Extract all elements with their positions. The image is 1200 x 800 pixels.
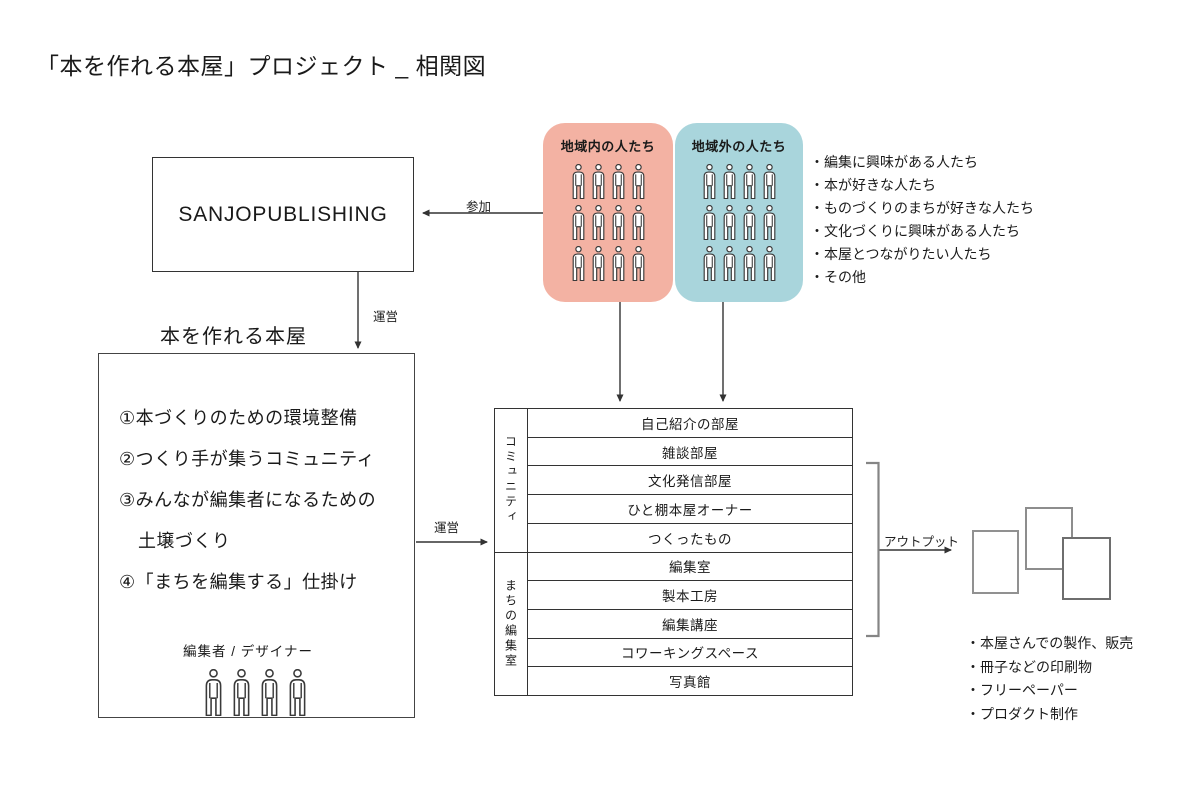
person-icon	[702, 164, 717, 199]
room-cell: 文化発信部屋	[528, 466, 852, 496]
bookstore-title: 本を作れる本屋	[160, 326, 307, 348]
person-icon	[571, 246, 586, 281]
person-icon	[287, 669, 308, 716]
room-cell: 雑談部屋	[528, 438, 852, 467]
bookstore-goal: ①本づくりのための環境整備	[119, 407, 358, 428]
person-icon	[203, 669, 224, 716]
person-icon	[742, 205, 757, 240]
person-icon	[762, 205, 777, 240]
audience-list: ・編集に興味がある人たち ・本が好きな人たち ・ものづくりのまちが好きな人たち …	[810, 151, 1034, 289]
sanjopublishing-box: SANJOPUBLISHING	[152, 157, 414, 272]
outputs-list: ・本屋さんでの製作、販売 ・冊子などの印刷物 ・フリーペーパー ・プロダクト制作	[966, 632, 1133, 726]
bookstore-goals: ①本づくりのための環境整備 ②つくり手が集うコミュニティ ③みんなが編集者になる…	[99, 354, 414, 601]
output-item: ・プロダクト制作	[966, 705, 1078, 722]
bookstore-goal: ②つくり手が集うコミュニティ	[119, 448, 376, 469]
person-icon	[702, 205, 717, 240]
staff-label: 編集者 / デザイナー	[183, 644, 313, 659]
bookstore-goal: ③みんなが編集者になるための	[119, 489, 377, 510]
person-icon	[591, 164, 606, 199]
person-icon	[611, 164, 626, 199]
output-item: ・冊子などの印刷物	[966, 658, 1092, 675]
rooms-table: コミュニティ まちの編集室 自己紹介の部屋 雑談部屋 文化発信部屋 ひと棚本屋オ…	[494, 408, 853, 696]
person-icon	[631, 205, 646, 240]
room-cell: つくったもの	[528, 524, 852, 553]
person-icon	[762, 164, 777, 199]
rooms-section-labels: コミュニティ まちの編集室	[495, 409, 528, 695]
room-cell: 編集室	[528, 553, 852, 582]
person-icon	[591, 205, 606, 240]
audience-item: ・ものづくりのまちが好きな人たち	[810, 200, 1034, 216]
arrow-label-operate-mid: 運営	[434, 521, 460, 535]
arrow-label-output: アウトプット	[884, 535, 960, 549]
group-inside-label: 地域内の人たち	[560, 139, 656, 154]
output-item: ・フリーペーパー	[966, 682, 1078, 698]
person-icon	[571, 164, 586, 199]
person-icon	[259, 669, 280, 716]
bookstore-box: ①本づくりのための環境整備 ②つくり手が集うコミュニティ ③みんなが編集者になる…	[98, 353, 415, 718]
room-cell: ひと棚本屋オーナー	[528, 495, 852, 524]
rooms-rows: 自己紹介の部屋 雑談部屋 文化発信部屋 ひと棚本屋オーナー つくったもの 編集室…	[528, 409, 852, 695]
person-icon	[722, 205, 737, 240]
person-icon	[762, 246, 777, 281]
audience-item: ・本が好きな人たち	[810, 177, 936, 193]
room-cell: 編集講座	[528, 610, 852, 639]
person-icon	[231, 669, 252, 716]
staff-people	[203, 669, 308, 716]
group-outside-label: 地域外の人たち	[691, 139, 787, 154]
audience-item: ・文化づくりに興味がある人たち	[810, 223, 1020, 239]
audience-item: ・本屋とつながりたい人たち	[810, 246, 992, 262]
person-icon	[631, 246, 646, 281]
room-cell: コワーキングスペース	[528, 639, 852, 668]
output-bracket	[866, 461, 880, 638]
person-icon	[571, 205, 586, 240]
section-label-community: コミュニティ	[495, 409, 527, 553]
person-icon	[722, 164, 737, 199]
paper-sheet	[1062, 537, 1111, 600]
group-inside-people	[543, 164, 673, 281]
person-icon	[722, 246, 737, 281]
person-icon	[702, 246, 717, 281]
room-cell: 写真館	[669, 675, 711, 691]
page-title: 「本を作れる本屋」プロジェクト _ 相関図	[36, 53, 487, 79]
group-inside-region-box: 地域内の人たち	[543, 123, 673, 302]
paper-sheet	[972, 530, 1019, 594]
room-cell: 自己紹介の部屋	[528, 409, 852, 438]
group-outside-people	[675, 164, 803, 281]
person-icon	[742, 164, 757, 199]
bookstore-goal: ④「まちを編集する」仕掛け	[119, 571, 358, 592]
audience-item: ・編集に興味がある人たち	[810, 154, 978, 170]
person-icon	[742, 246, 757, 281]
person-icon	[591, 246, 606, 281]
audience-item: ・その他	[810, 269, 866, 285]
sanjopublishing-label: SANJOPUBLISHING	[178, 202, 388, 226]
person-icon	[611, 205, 626, 240]
bookstore-goal-continuation: 土壌づくり	[138, 530, 231, 551]
output-item: ・本屋さんでの製作、販売	[966, 635, 1134, 651]
arrow-label-operate-top: 運営	[373, 310, 399, 324]
person-icon	[631, 164, 646, 199]
arrow-label-join: 参加	[466, 200, 492, 214]
section-label-machi-editroom: まちの編集室	[503, 578, 518, 669]
person-icon	[611, 246, 626, 281]
room-cell: 製本工房	[528, 581, 852, 610]
group-outside-region-box: 地域外の人たち	[675, 123, 803, 302]
